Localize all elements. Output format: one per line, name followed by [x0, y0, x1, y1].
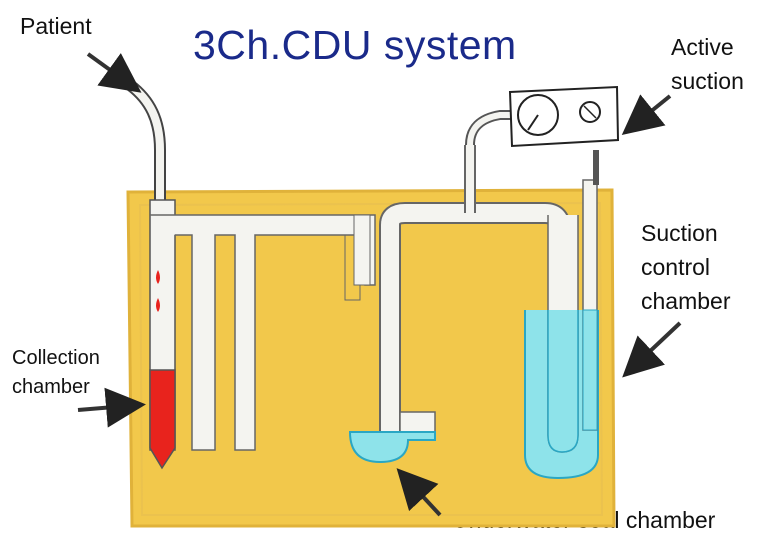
valve-knob-icon	[579, 101, 601, 123]
collection-chamber	[149, 199, 176, 470]
label-patient: Patient	[20, 13, 92, 39]
label-active-suction: Active suction	[671, 34, 744, 94]
blood-drop-icon	[156, 298, 160, 312]
label-suction-control-chamber: Suction control chamber	[641, 220, 731, 314]
pointer-arrows	[77, 52, 682, 517]
arrow-collection	[77, 387, 146, 428]
label-collection-chamber: Collection chamber	[12, 347, 100, 398]
blood-drop-icon	[156, 270, 160, 284]
collection-manifold	[150, 214, 376, 451]
diagram-title: 3Ch.CDU system	[193, 22, 517, 68]
suction-control-chamber	[524, 179, 599, 480]
arrow-patient	[86, 52, 142, 93]
patient-tube	[126, 80, 166, 200]
suction-tube	[465, 110, 599, 185]
pressure-gauge-icon	[517, 94, 559, 136]
arrow-suction-control	[622, 321, 682, 378]
arrow-underwater-seal	[396, 468, 442, 517]
active-suction-regulator	[508, 85, 620, 148]
underwater-seal-chamber	[348, 411, 436, 464]
arrow-active-suction	[621, 94, 672, 136]
